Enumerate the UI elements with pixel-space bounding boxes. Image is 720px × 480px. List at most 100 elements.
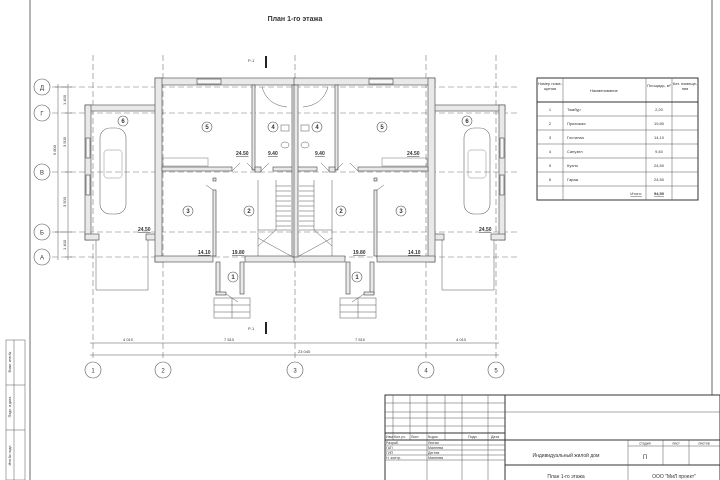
room-number: 1 [355,275,359,281]
room-number: 2 [339,209,343,215]
column-header: Изм. [386,435,394,439]
signature-name: Лютая [428,441,439,445]
left-room-marks: 1 2 19.80 3 14.10 4 9.40 5 24.50 6 24.50 [117,115,279,283]
dimension-label: 23 040 [298,349,311,354]
section-mark-top: Р-1 [248,56,267,68]
sheet-title: План 1-го этажа [547,474,585,480]
room-number: 6 [121,119,125,125]
dimension-label: 1 400 [62,94,67,105]
room-area: 14.10 [198,250,211,256]
dimension-label: 3 500 [62,196,67,207]
axis-label: А [40,256,44,262]
dimension-label: 7 510 [224,337,235,342]
cell-area: 14,10 [654,135,665,140]
horizontal-dimensions: 4 010 7 510 7 510 4 010 23 040 [90,337,499,356]
column-header: Дата [491,435,499,439]
table-header: Наименование [590,88,619,93]
cell-area: 24,50 [654,177,665,182]
stage-label: стадия [639,442,651,446]
signature-name: Малеева [428,446,443,450]
axis-bubble [33,248,51,266]
room-area: 19.80 [353,250,366,256]
cell-area: 24,50 [654,163,665,168]
cell-no: 4 [549,149,552,154]
dimension-label: 4 010 [456,337,467,342]
table-header: Номер поме-щения [537,81,563,91]
dimension-label: 3 500 [62,136,67,147]
axis-bubble [33,78,51,96]
table-header: Площадь, м² [647,83,671,88]
cell-name: Гараж [567,177,579,182]
signature-role: ГАП [386,446,393,450]
side-stamps: Взам. инв.№ Подп. и дата Инв.№ подл. [5,339,26,480]
section-label: Р-1 [248,326,255,331]
axis-bubble [33,104,51,122]
drawing-title: План 1-го этажа [268,16,323,23]
vertical-dimensions: 1 400 3 500 3 500 1 400 9 800 [52,84,72,260]
cell-name: Гостиная [567,135,584,140]
signature-role: Разраб. [386,441,399,445]
stamp-label: Инв.№ подл. [8,445,12,466]
cell-name: Прихожая [567,121,586,126]
company-name: ООО "МиЛ проект" [652,474,696,480]
cell-name: Санузел [567,149,583,154]
axis-bubble [33,163,51,181]
total-label: Итого: [630,191,642,196]
axis-label: 4 [424,369,428,375]
table-row: 4 Санузел 9,40 [549,149,664,154]
total-value: 94,50 [654,191,665,196]
axis-label: Б [40,231,44,237]
axis-label: Д [40,86,44,92]
room-area: 24.50 [479,227,492,233]
signature-role: ГИП [386,451,394,455]
dimension-label: 1 400 [62,239,67,250]
axis-label: В [40,171,44,177]
signature-role: Н. контр. [386,456,401,460]
sheet-label: лист [672,442,680,446]
column-header: Лист [411,435,419,439]
room-number: 3 [399,209,403,215]
room-number: 3 [186,209,190,215]
room-area: 24.50 [236,151,249,157]
room-area: 9.40 [315,151,325,157]
signature-name: Малеева [428,456,443,460]
stamp-label: Подп. и дата [8,397,12,418]
table-row: 5 Кухня 24,50 [549,163,665,168]
axis-label: 2 [161,369,165,375]
table-row: 1 Тамбур 2,20 [549,107,664,112]
dimension-label: 4 010 [123,337,134,342]
left-unit-plan [84,77,297,319]
axis-label: 5 [494,369,498,375]
column-header: №док. [428,435,439,439]
column-header: Кол.уч. [394,435,406,439]
right-unit-plan [293,77,506,319]
cell-area: 19,80 [654,121,665,126]
table-row: 6 Гараж 24,50 [549,177,665,182]
cell-no: 3 [549,135,552,140]
dimension-label: 9 800 [52,144,57,155]
cell-area: 2,20 [655,107,664,112]
cell-name: Кухня [567,163,578,168]
axis-label: Г [40,112,44,118]
room-schedule-table: Номер поме-щения Наименование Площадь, м… [536,77,699,201]
table-row: 3 Гостиная 14,10 [549,135,665,140]
project-name: Индивидуальный жилой дом [533,452,600,459]
section-label: Р-1 [248,58,255,63]
axis-label: 3 [293,369,297,375]
room-number: 5 [205,125,209,131]
room-number: 4 [271,125,275,131]
room-area: 24.50 [407,151,420,157]
cell-no: 2 [549,121,552,126]
room-number: 6 [465,119,469,125]
dimension-label: 7 510 [355,337,366,342]
cell-no: 1 [549,107,552,112]
section-mark-bottom: Р-1 [248,322,267,334]
cell-area: 9,40 [655,149,664,154]
cell-name: Тамбур [567,107,581,112]
sheets-label: листов [698,442,710,446]
axis-grid [52,55,520,360]
room-area: 9.40 [268,151,278,157]
axis-number-markers: 1 2 3 4 5 [84,361,505,379]
room-number: 2 [247,209,251,215]
room-area: 14.10 [408,250,421,256]
